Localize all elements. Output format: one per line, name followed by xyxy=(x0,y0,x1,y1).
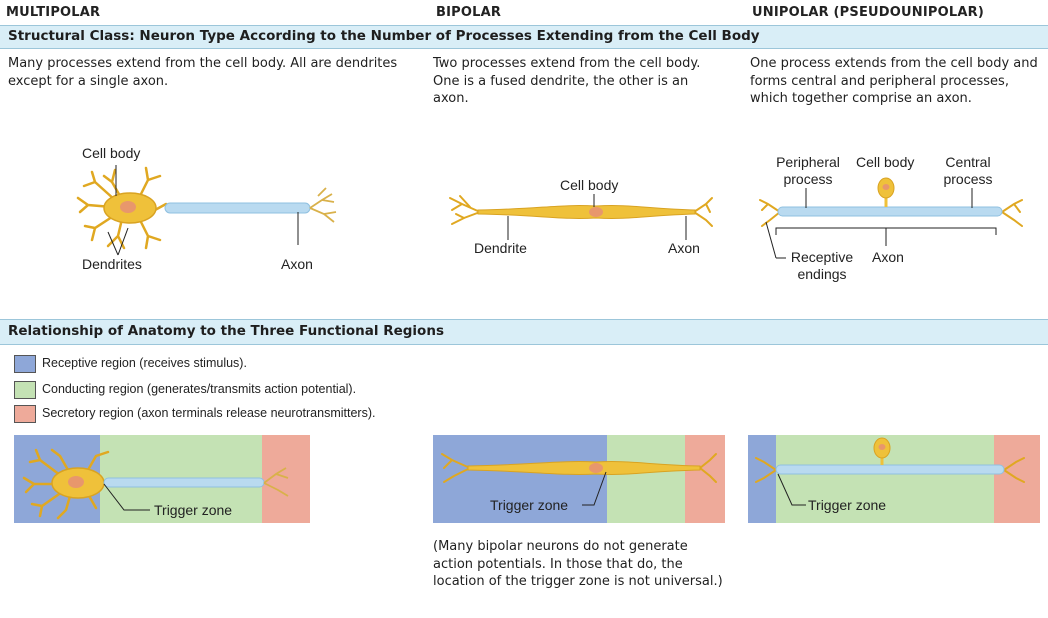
unipolar-trigger-zone-label: Trigger zone xyxy=(808,497,887,513)
multipolar-trigger-zone-label: Trigger zone xyxy=(154,502,233,518)
column-title-bipolar: BIPOLAR xyxy=(436,5,502,20)
legend-label-secretory: Secretory region (axon terminals release… xyxy=(42,406,376,420)
multipolar-description: Many processes extend from the cell body… xyxy=(8,56,398,89)
bipolar-axon-label: Axon xyxy=(668,240,700,256)
bipolar-cell-body-label: Cell body xyxy=(560,177,619,193)
bipolar-description: Two processes extend from the cell body.… xyxy=(433,56,701,106)
unipolar-description: One process extends from the cell body a… xyxy=(750,56,1038,106)
legend-label-receptive: Receptive region (receives stimulus). xyxy=(42,356,247,370)
structural-class-band: Structural Class: Neuron Type According … xyxy=(0,25,1048,49)
unipolar-receptive-endings-label: Receptive endings xyxy=(790,249,854,282)
bipolar-dendrite-label: Dendrite xyxy=(474,240,527,256)
bipolar-trigger-note: (Many bipolar neurons do not generate ac… xyxy=(433,539,723,589)
functional-regions-heading: Relationship of Anatomy to the Three Fun… xyxy=(8,323,444,339)
column-title-unipolar: UNIPOLAR (PSEUDOUNIPOLAR) xyxy=(752,5,984,20)
column-header-row xyxy=(0,0,1048,24)
unipolar-cell-body-label: Cell body xyxy=(856,154,915,170)
legend-swatch-conducting xyxy=(14,381,36,399)
legend-swatch-secretory xyxy=(14,405,36,423)
legend-label-conducting: Conducting region (generates/transmits a… xyxy=(42,382,357,396)
unipolar-peripheral-process-label: Peripheral process xyxy=(776,154,840,187)
legend-swatch-receptive xyxy=(14,355,36,373)
bipolar-trigger-zone-label: Trigger zone xyxy=(490,497,569,513)
unipolar-axon-label: Axon xyxy=(872,249,904,265)
multipolar-dendrites-label: Dendrites xyxy=(82,256,142,272)
multipolar-cell-body-label: Cell body xyxy=(82,145,141,161)
unipolar-central-process-label: Central process xyxy=(943,154,993,187)
column-title-multipolar: MULTIPOLAR xyxy=(6,5,101,20)
multipolar-axon-label: Axon xyxy=(281,256,313,272)
functional-regions-band: Relationship of Anatomy to the Three Fun… xyxy=(0,319,1048,345)
structural-class-heading: Structural Class: Neuron Type According … xyxy=(8,28,760,44)
